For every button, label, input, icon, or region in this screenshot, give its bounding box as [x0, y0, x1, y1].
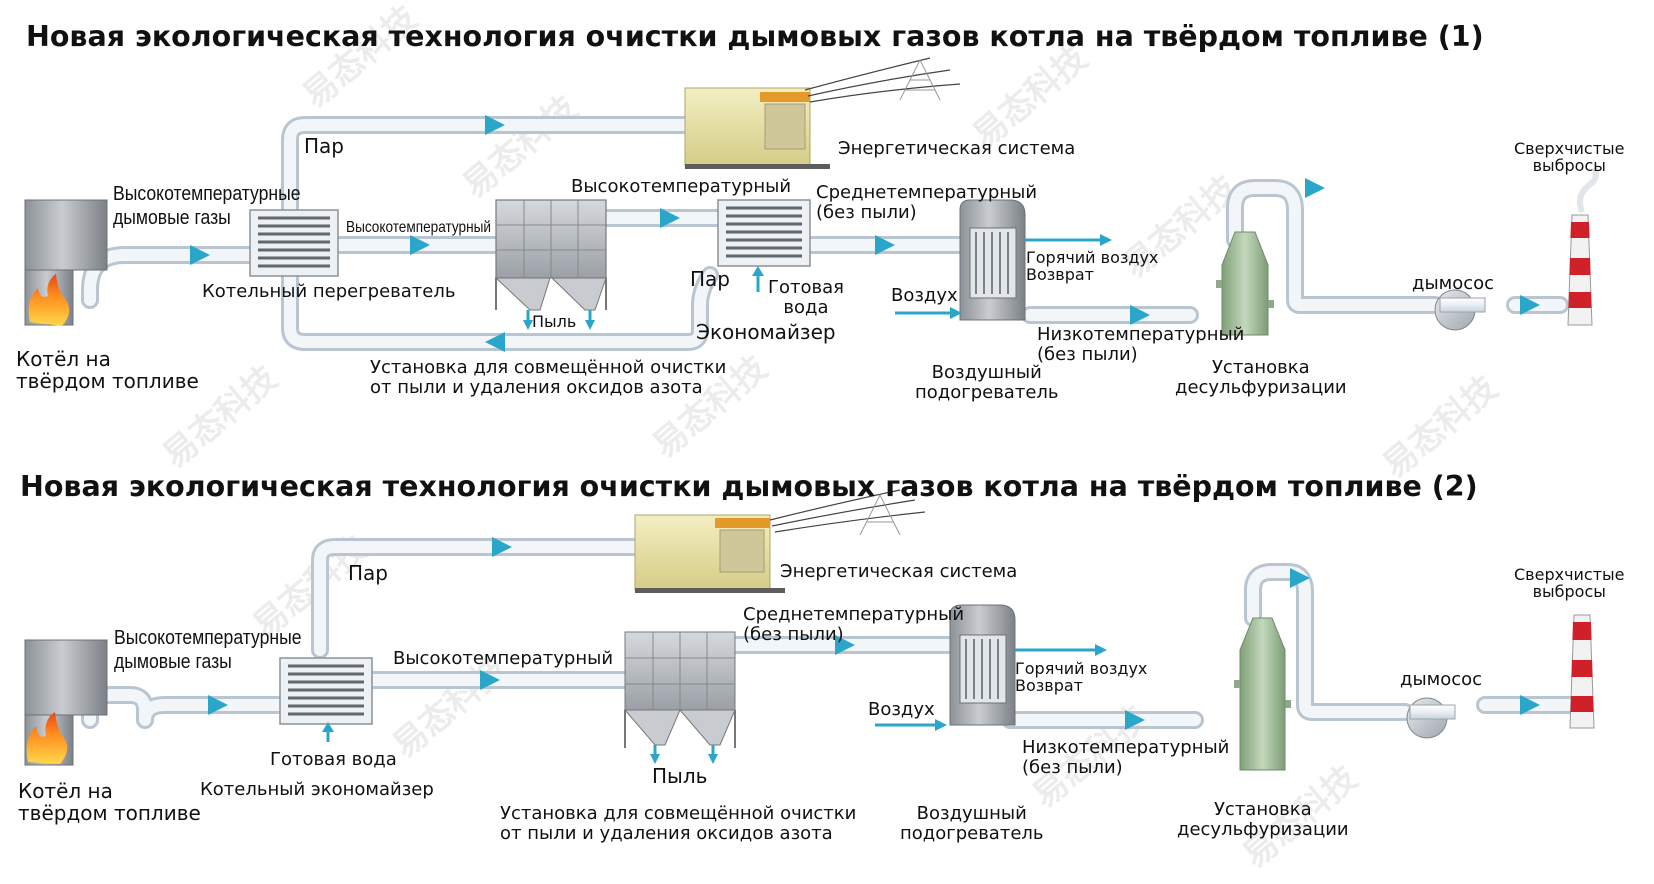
diagram-2: [24, 489, 1595, 771]
boiler-2: [24, 639, 108, 766]
flow-arrows-2: [208, 537, 1540, 730]
d2-air-heater-label: Воздушный подогреватель: [900, 803, 1044, 844]
fan-1: [1434, 289, 1486, 331]
boiler-1: [24, 199, 108, 326]
economizer-2: [279, 657, 373, 725]
d2-economizer-label: Котельный экономайзер: [200, 779, 434, 800]
desulfurization-tower-2: [1234, 617, 1291, 771]
d1-air-label: Воздух: [891, 285, 958, 306]
d1-high-temp-label-1: Высокотемпературный: [346, 219, 491, 236]
d2-combined-unit-label: Установка для совмещённой очистки от пыл…: [500, 803, 857, 844]
bag-filter-2: [623, 631, 736, 748]
d1-desulfurization-label: Установка десульфуризации: [1175, 357, 1347, 398]
d1-medium-temp-label: Среднетемпературный (без пыли): [816, 182, 1038, 223]
d2-hot-air-return-label: Горячий воздух Возврат: [1015, 659, 1148, 695]
d2-high-temp-label: Высокотемпературный: [393, 648, 614, 669]
diagram-2-title: Новая экологическая технология очистки д…: [20, 470, 1478, 503]
d2-ready-water-label: Готовая вода: [270, 749, 397, 770]
fan-2: [1406, 697, 1456, 739]
d1-boiler-label: Котёл на твёрдом топливе: [16, 347, 199, 393]
d2-steam-label: Пар: [348, 561, 388, 585]
d1-combined-unit-label: Установка для совмещённой очистки от пыл…: [370, 357, 727, 398]
d2-high-temp-flue-gas-label: Высокотемпературные дымовые газы: [114, 627, 302, 673]
stack-1: [1567, 166, 1599, 326]
d1-high-temp-label-2: Высокотемпературный: [571, 176, 792, 197]
air-heater-2: [875, 604, 1107, 731]
air-heater-1: [895, 199, 1112, 321]
d2-power-system-label: Энергетическая система: [780, 561, 1018, 582]
d2-boiler-label: Котёл на твёрдом топливе: [18, 779, 201, 825]
generator-1: [684, 57, 961, 169]
d2-desulfurization-label: Установка десульфуризации: [1177, 799, 1349, 840]
d2-medium-temp-label: Среднетемпературный (без пыли): [743, 604, 965, 645]
d1-steam-label: Пар: [304, 134, 344, 158]
d1-high-temp-flue-gas-label: Высокотемпературные дымовые газы: [113, 183, 301, 229]
d1-hot-air-return-label: Горячий воздух Возврат: [1026, 248, 1159, 284]
d1-fan-label: дымосос: [1412, 273, 1495, 294]
economizer-1: [717, 199, 811, 267]
d2-dust-label: Пыль: [652, 764, 708, 788]
d1-air-heater-label: Воздушный подогреватель: [915, 362, 1059, 403]
generator-2: [634, 489, 926, 593]
d1-steam-label-2: Пар: [690, 267, 730, 291]
d2-air-label: Воздух: [868, 699, 935, 720]
d2-fan-label: дымосос: [1400, 669, 1483, 690]
d1-superheater-label: Котельный перегреватель: [202, 281, 456, 302]
d2-low-temp-label: Низкотемпературный (без пыли): [1022, 737, 1230, 778]
desulfurization-tower-1: [1216, 231, 1274, 336]
d1-low-temp-label: Низкотемпературный (без пыли): [1037, 324, 1245, 365]
diagram-1: [24, 57, 1599, 352]
d2-ultra-clean-label: Сверхчистые выбросы: [1514, 565, 1625, 601]
d1-economizer-label: Экономайзер: [696, 320, 836, 344]
superheater-1: [249, 209, 339, 277]
d1-ready-water-label: Готовая вода: [768, 277, 844, 318]
stack-2: [1569, 614, 1595, 729]
flow-arrows-1: [190, 115, 1540, 352]
d1-power-system-label: Энергетическая система: [838, 138, 1076, 159]
bag-filter-1: [494, 199, 607, 311]
d1-dust-label: Пыль: [532, 312, 577, 331]
diagram-1-title: Новая экологическая технология очистки д…: [26, 20, 1484, 53]
d1-ultra-clean-label: Сверхчистые выбросы: [1514, 139, 1625, 175]
